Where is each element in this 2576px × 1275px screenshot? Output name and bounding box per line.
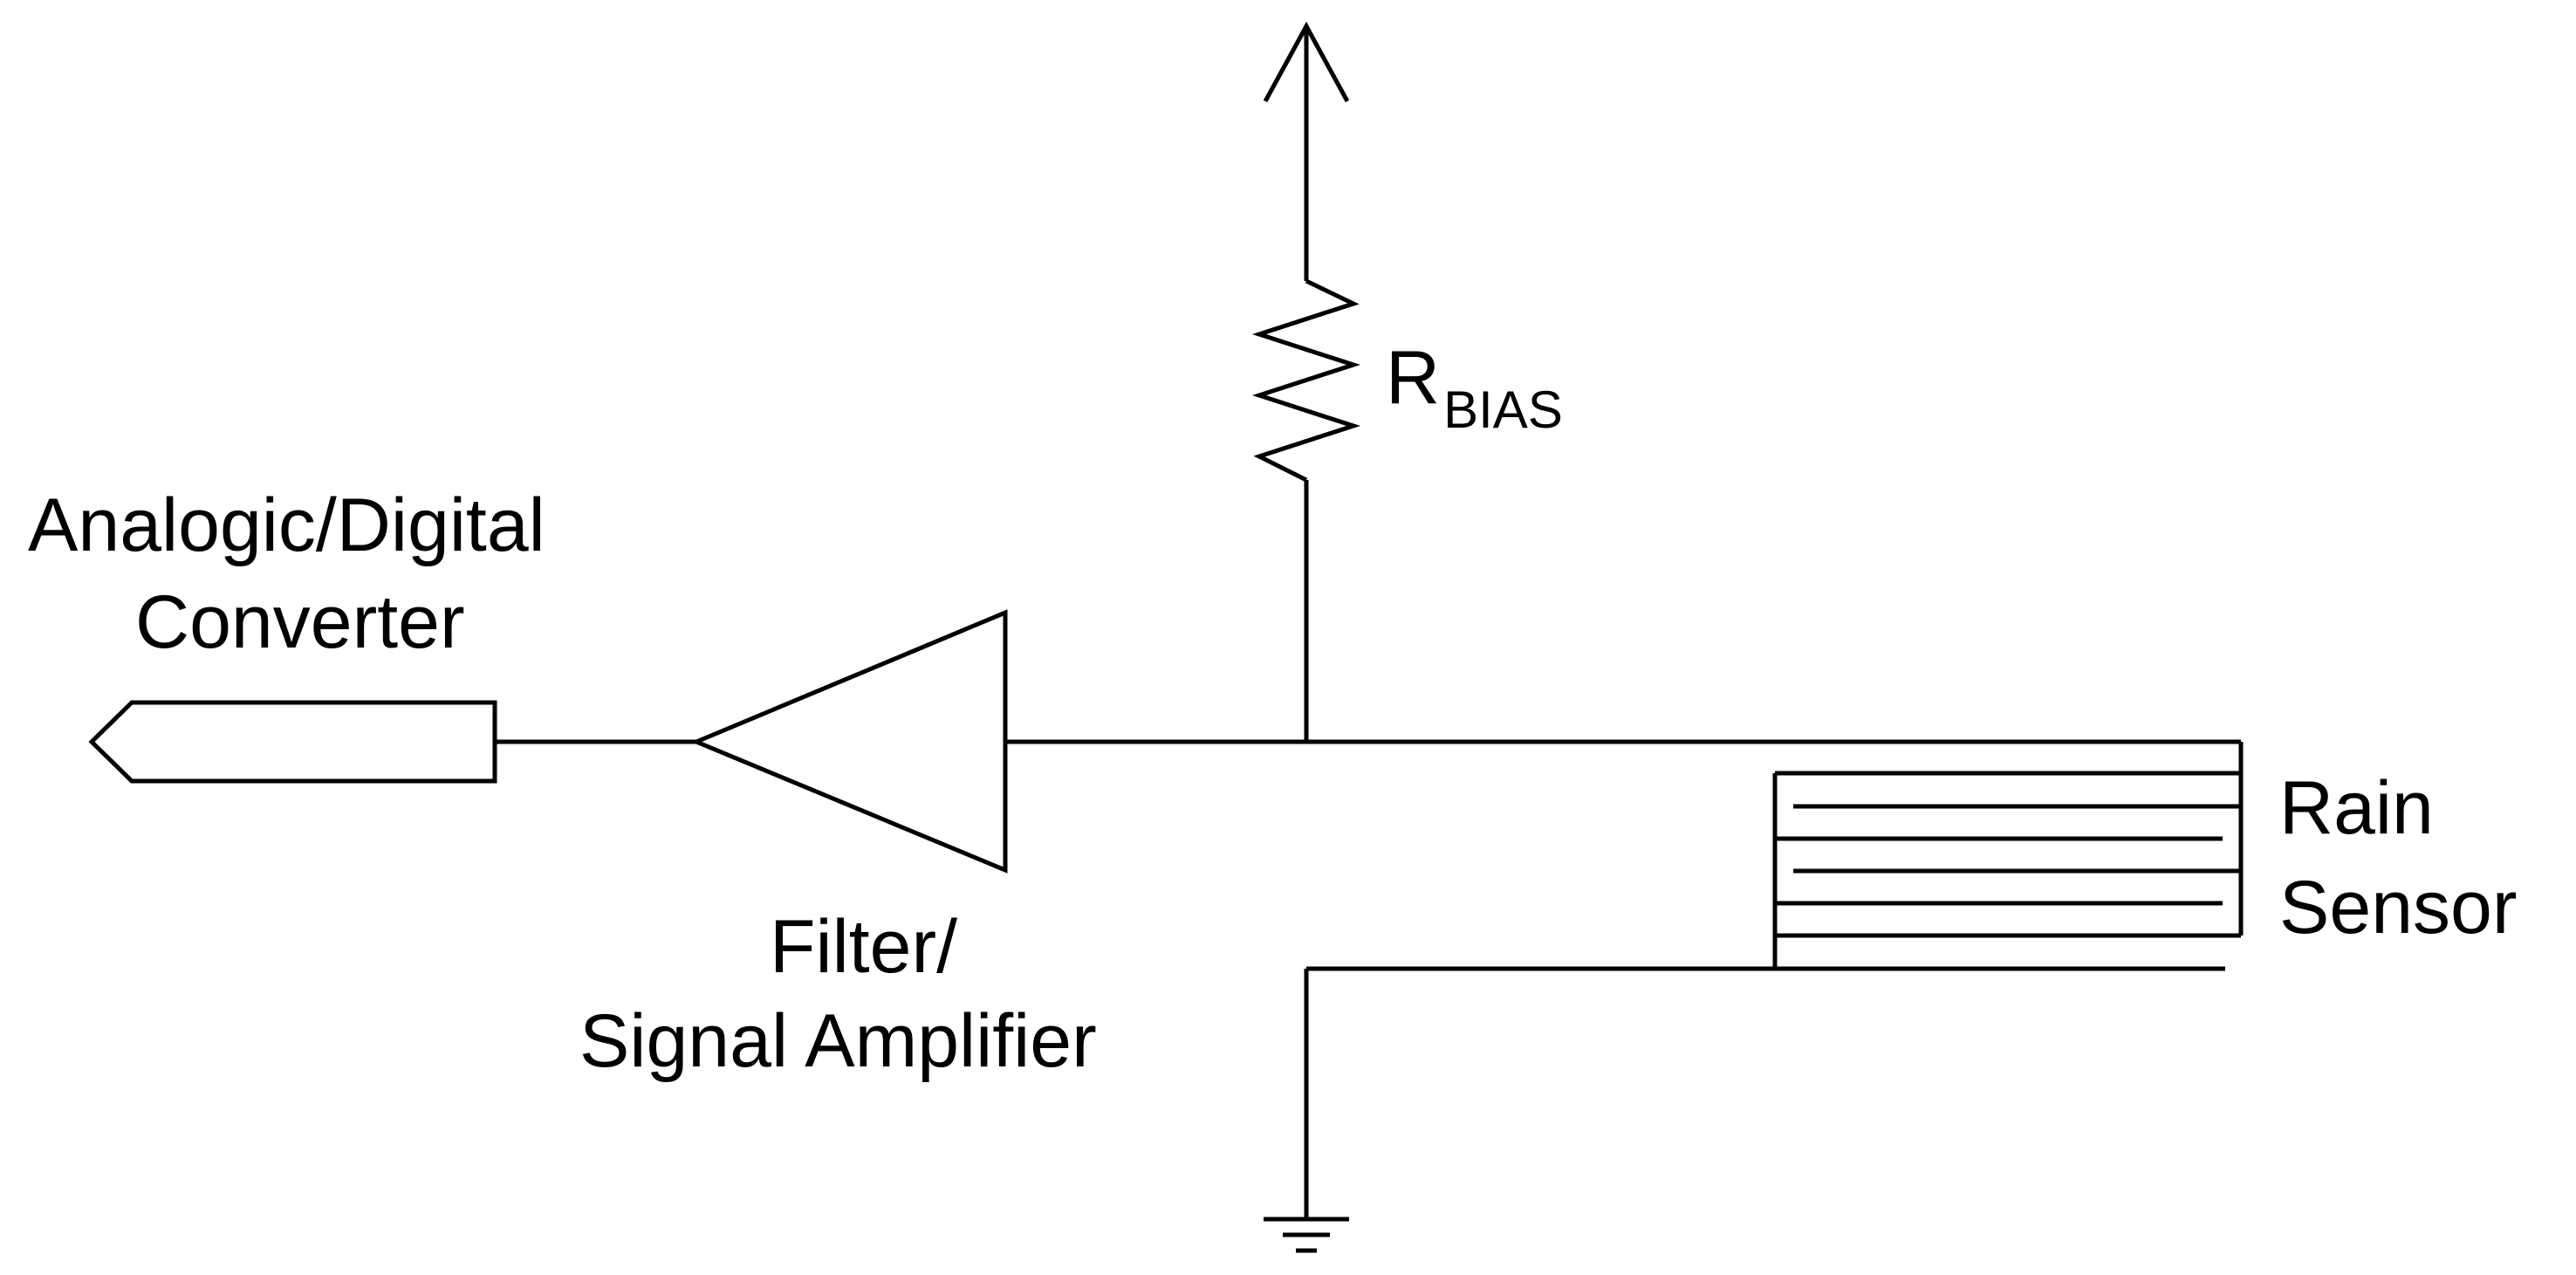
filter-signal-amplifier: Filter/ Signal Amplifier [579, 609, 1097, 1083]
resistor-label-main: R [1386, 336, 1440, 420]
resistor-zigzag [1251, 278, 1361, 483]
amplifier-label-line1: Filter/ [770, 905, 957, 989]
resistor-label: RBIAS [1386, 336, 1563, 439]
amplifier-triangle [690, 609, 1008, 874]
ground-symbol [1264, 1217, 1349, 1253]
sensor-label-line2: Sensor [2279, 866, 2518, 949]
power-supply-arrow [1263, 21, 1350, 281]
converter-label-line1: Analogic/Digital [28, 483, 545, 567]
analog-digital-converter: Analogic/Digital Converter [28, 483, 545, 784]
bias-resistor: RBIAS [1251, 278, 1563, 742]
amplifier-label-line2: Signal Amplifier [579, 999, 1097, 1083]
resistor-label-sub: BIAS [1443, 380, 1563, 439]
supply-arrow-head [1263, 21, 1350, 103]
converter-label-line2: Converter [135, 580, 465, 664]
sensor-label-line1: Rain [2279, 766, 2434, 850]
converter-connector-shape [88, 700, 497, 784]
rain-sensor: Rain Sensor [1772, 766, 2518, 969]
